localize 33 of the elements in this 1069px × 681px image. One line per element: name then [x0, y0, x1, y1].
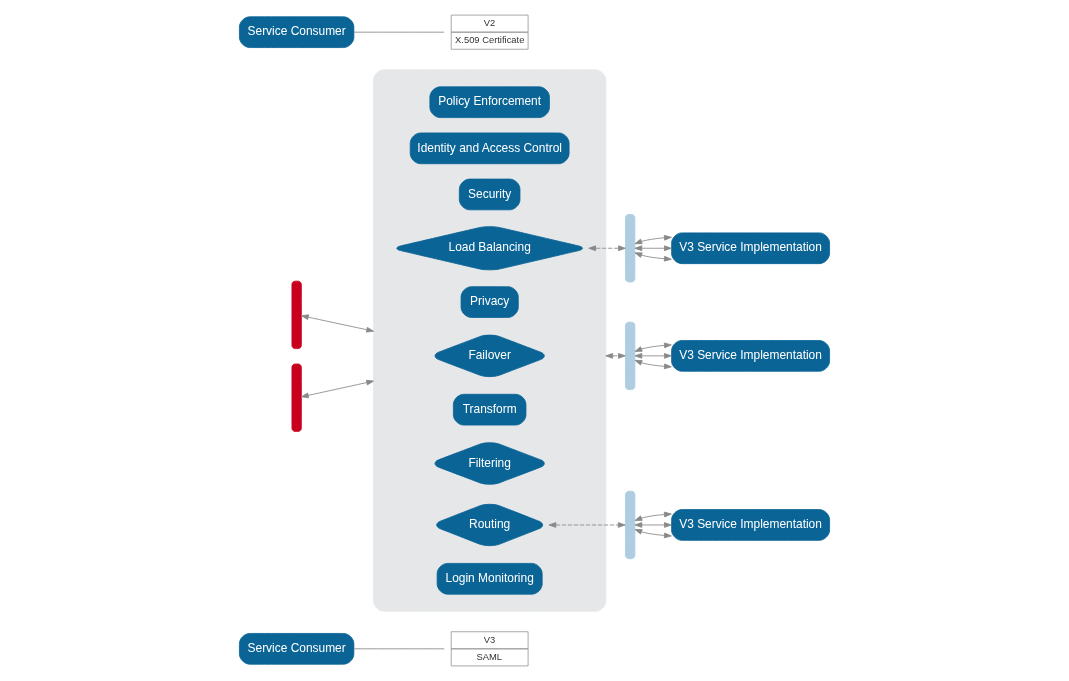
node-arc	[291, 280, 302, 350]
arrow	[634, 234, 672, 245]
node-box: Security	[458, 178, 521, 211]
node-box: V3 Service Implementation	[671, 232, 830, 265]
node-arc	[625, 490, 636, 560]
arrow	[548, 522, 626, 528]
arrow	[605, 353, 626, 359]
node-box: Transform	[452, 393, 527, 426]
arrow	[301, 379, 374, 399]
arrow	[634, 529, 672, 539]
arrow	[634, 511, 672, 521]
connector	[353, 31, 445, 33]
arrow	[301, 314, 374, 333]
arrow	[634, 359, 672, 370]
arrow	[634, 252, 672, 262]
arrow	[634, 353, 672, 359]
node-box: Privacy	[460, 286, 519, 318]
node-box: Service Consumer	[239, 633, 355, 665]
node-box: Identity and Access Control	[409, 132, 570, 165]
arrow	[634, 245, 672, 252]
node-box: V3 Service Implementation	[671, 340, 830, 372]
node-box: Service Consumer	[239, 16, 355, 48]
arrow	[634, 522, 672, 528]
arrow	[634, 342, 672, 352]
cluster	[373, 69, 607, 612]
node-box: V3 Service Implementation	[671, 509, 830, 541]
node-box: Policy Enforcement	[429, 86, 550, 118]
node-arc	[625, 214, 636, 283]
node-box: Login Monitoring	[436, 563, 543, 595]
connector	[353, 648, 445, 650]
node-arc	[625, 321, 636, 391]
node-arc	[291, 363, 302, 432]
arrow	[588, 245, 626, 252]
